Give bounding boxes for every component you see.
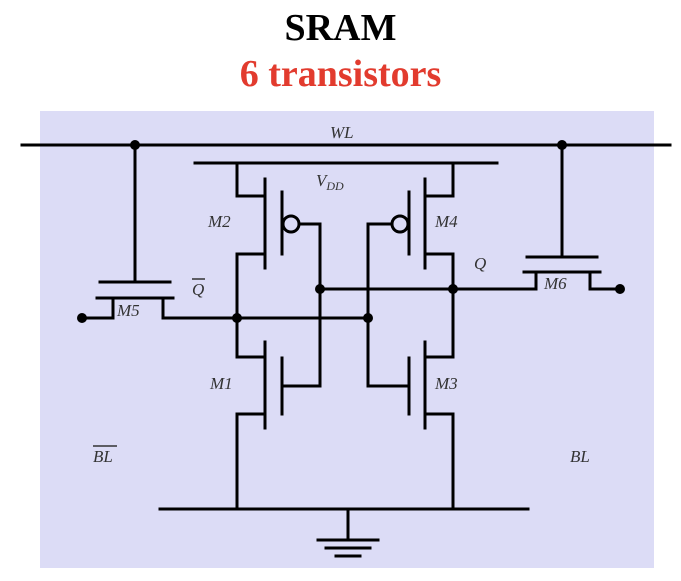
label-vdd: VDD	[316, 171, 344, 193]
transistor-m4	[366, 161, 455, 388]
label-m4: M4	[434, 212, 458, 231]
label-m6: M6	[543, 274, 567, 293]
label-m5: M5	[116, 301, 140, 320]
transistor-m2	[235, 161, 322, 386]
node-q-gate	[315, 284, 325, 294]
diagram-title: SRAM	[284, 7, 397, 49]
transistor-m3	[366, 287, 455, 511]
label-bl-bar: BL	[93, 447, 113, 466]
ground-symbol	[158, 507, 530, 558]
label-q: Q	[474, 254, 486, 273]
transistor-m6	[522, 143, 625, 294]
label-bl: BL	[570, 447, 590, 466]
node-q-drain	[448, 284, 458, 294]
label-m1: M1	[209, 374, 233, 393]
node-q-bar-drain	[232, 313, 242, 323]
transistor-m5	[77, 143, 175, 323]
transistor-m1	[235, 316, 322, 511]
label-q-bar: Q	[192, 280, 204, 299]
node-q-bar-gate	[363, 313, 373, 323]
schematic-panel	[40, 111, 654, 568]
label-m3: M3	[434, 374, 458, 393]
label-wl: WL	[330, 123, 354, 142]
diagram-subtitle: 6 transistors	[239, 53, 442, 95]
label-m2: M2	[207, 212, 231, 231]
label-vdd-sub: DD	[325, 179, 344, 193]
